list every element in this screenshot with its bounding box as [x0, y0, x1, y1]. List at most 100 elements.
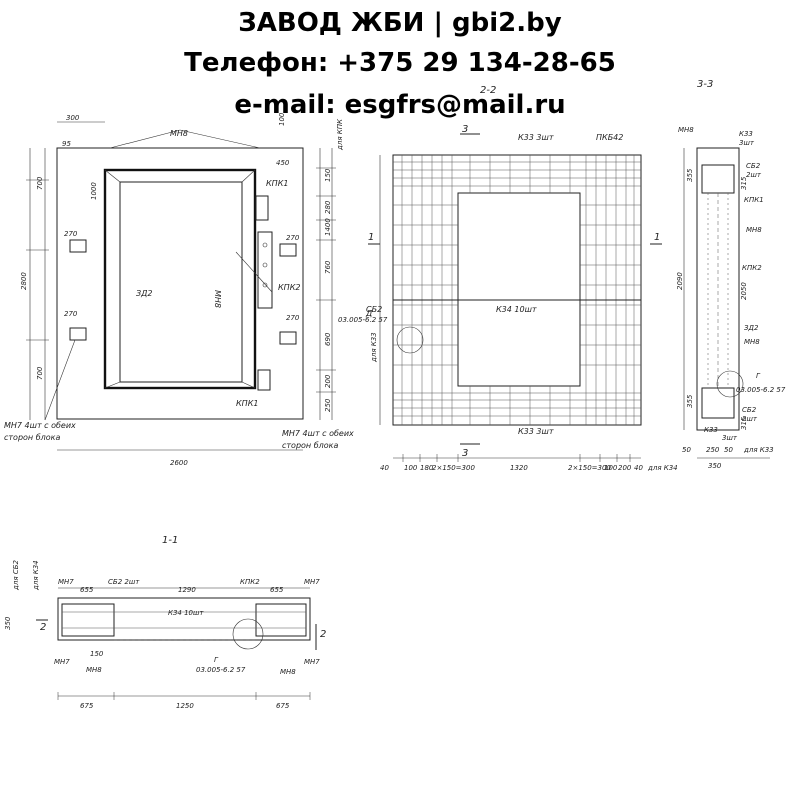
kpk2-label: КПК2: [240, 578, 260, 586]
leader-line: [179, 129, 261, 149]
right-cage: [255, 603, 307, 637]
header-email[interactable]: e-mail: esgfrs@mail.ru: [234, 90, 566, 120]
k33-top-qty: 3шт: [739, 139, 755, 147]
dla-k34-label: для К34: [32, 560, 40, 591]
dim-1400: 1400: [324, 218, 332, 236]
dim-2090: 2090: [676, 272, 684, 290]
k33-bottom-label: К33: [704, 426, 718, 434]
dim-675b: 675: [276, 702, 290, 710]
section-1-1-title: 1-1: [162, 535, 178, 546]
mn7-left-label-2: сторон блока: [4, 433, 60, 442]
cut-1-left-label: 1: [368, 232, 374, 243]
sb2-label: СБ2 2шт: [108, 578, 140, 586]
panel-outline: [56, 147, 304, 420]
mn8-side-label: МН8: [213, 290, 222, 308]
window-frame-inner: [119, 181, 243, 383]
reinforcement-grid: [393, 155, 641, 425]
dim-100: 100: [404, 464, 418, 472]
kpk2-bolt: [262, 242, 268, 248]
k33-top-label: К33 3шт: [518, 133, 554, 142]
k34-label: К34 10шт: [168, 609, 204, 617]
dim-315a: 315: [740, 176, 748, 190]
mn7-plate: [279, 331, 297, 345]
detail-ref-label: 03.005-6.2 57: [338, 316, 388, 324]
dla-k33-label: для К33: [743, 446, 774, 454]
cut-3-top-label: 3: [462, 124, 468, 135]
detail-ref-label: 03.005-6.2 57: [736, 386, 786, 394]
mn8-bottom-left-label: МН8: [86, 666, 102, 674]
dim-50: 50: [682, 446, 691, 454]
sb2-label: СБ2: [366, 305, 382, 314]
k33-bottom-qty: 3шт: [722, 434, 738, 442]
dim-280: 280: [324, 200, 332, 214]
dim-100b: 100: [604, 464, 618, 472]
dim-315b: 315: [740, 416, 748, 430]
zd2-label: ЗД2: [136, 289, 152, 298]
mn8-top-label: МН8: [170, 129, 188, 138]
kpk1-top-label: КПК1: [266, 179, 288, 188]
mn7-bottom-right-label: МН7: [304, 658, 320, 666]
detail-d-label: Д: [365, 309, 372, 318]
dla-k33-label: для К33: [370, 332, 378, 363]
dim-350: 350: [4, 616, 12, 630]
k34-label: К34 10шт: [496, 305, 537, 314]
dla-kpk-label: для КПК: [336, 118, 344, 151]
mn8-bottom-right-label: МН8: [280, 668, 296, 676]
dim-760: 760: [324, 260, 332, 274]
cut-1-right-label: 1: [654, 232, 660, 243]
detail-g-circle: [232, 618, 264, 650]
dim-690: 690: [324, 332, 332, 346]
dla-sb2-label: для СБ2: [12, 560, 20, 591]
dim-355a: 355: [686, 168, 694, 182]
detail-g-label: Г: [756, 372, 761, 380]
mn7-plate: [279, 243, 297, 257]
section-outline: [696, 147, 740, 431]
kpk1-bottom-label: КПК1: [236, 399, 258, 408]
dim-40b: 40: [634, 464, 643, 472]
zd2-label: ЗД2: [744, 324, 759, 332]
kpk2-bolt: [262, 282, 268, 288]
k33-bottom-label: К33 3шт: [518, 427, 554, 436]
leader-line: [109, 129, 181, 149]
cut-3-bottom-label: 3: [462, 448, 468, 459]
mn8-mid-label: МН8: [746, 226, 762, 234]
dim-655b: 655: [270, 586, 284, 594]
frame-corner: [104, 169, 121, 183]
mn7-plate: [69, 327, 87, 341]
dim-150: 150: [90, 650, 104, 658]
dim-40a: 40: [380, 464, 389, 472]
mn7-plate: [69, 239, 87, 253]
dim-700a: 700: [36, 176, 44, 190]
view-2-2: 2-2 К33 3шт ПКБ42 3 1 1 СБ2 Д 03.005-6.2…: [338, 85, 678, 472]
dim-1320: 1320: [510, 464, 528, 472]
dim-200b: 200: [618, 464, 632, 472]
dim-300: 300: [66, 114, 80, 122]
frame-corner: [241, 381, 256, 389]
dim-2050: 2050: [740, 282, 748, 300]
dim-2x150-300: 2×150=300: [432, 464, 475, 472]
header-phone: Телефон: +375 29 134-28-65: [184, 48, 616, 78]
dim-1290: 1290: [178, 586, 196, 594]
panel-outline: [392, 154, 642, 426]
window-opening: [457, 192, 581, 387]
mn7-right-label: МН7 4шт с обеих: [282, 429, 354, 438]
kpk2-label: КПК2: [742, 264, 762, 272]
mn8-top-label: МН8: [678, 126, 694, 134]
sb2-bottom-label: СБ2: [742, 406, 757, 414]
mn7-bottom-left-label: МН7: [54, 658, 70, 666]
dim-270c: 270: [286, 234, 300, 242]
detail-ref-label: 03.005-6.2 57: [196, 666, 246, 674]
mn8-bottom-label: МН8: [744, 338, 760, 346]
section-3-3-title: 3-3: [697, 79, 713, 90]
detail-g-circle: [716, 370, 744, 398]
dim-2600: 2600: [170, 459, 188, 467]
sb2-top-qty: 2шт: [746, 171, 762, 179]
kpk2-bolt: [262, 262, 268, 268]
mn7-top-left-label: МН7: [58, 578, 74, 586]
dla-k34-label: для К34: [647, 464, 678, 472]
leader-line: [44, 339, 76, 421]
k33-top-label: К33: [739, 130, 753, 138]
dim-2800: 2800: [20, 272, 28, 290]
